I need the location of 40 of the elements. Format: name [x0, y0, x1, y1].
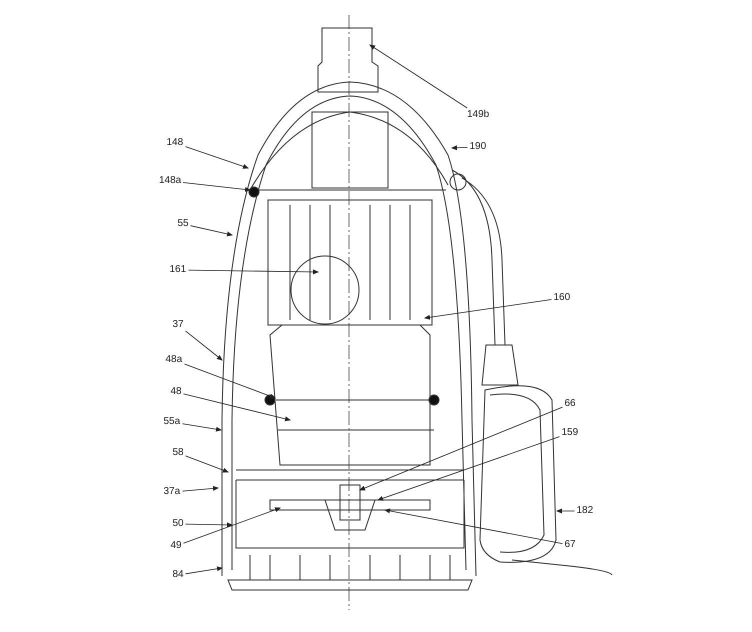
leader-line	[183, 393, 291, 422]
callout-number: 55a	[164, 416, 180, 428]
leader-line	[182, 423, 222, 432]
leader-line	[185, 522, 233, 528]
leader-line	[451, 145, 468, 150]
leader-line	[424, 299, 552, 320]
callout-number: 50	[172, 518, 184, 530]
callout-number: 55	[178, 218, 189, 230]
leader-line	[185, 566, 223, 574]
callout-number: 58	[172, 447, 184, 459]
callout-number: 67	[564, 539, 576, 551]
leader-line	[185, 146, 249, 169]
callout-number: 159	[562, 427, 578, 439]
callout-number: 161	[170, 264, 186, 276]
callout-number: 48a	[166, 354, 182, 366]
leader-line	[185, 455, 229, 473]
leader-line	[183, 507, 281, 544]
leader-line	[359, 406, 563, 490]
leader-line	[184, 364, 276, 399]
callout-number: 182	[576, 505, 594, 517]
leader-line	[190, 225, 233, 236]
callout-number: 49	[170, 540, 182, 552]
callout-number: 37a	[164, 486, 180, 498]
callout-number: 160	[554, 292, 570, 304]
leader-line	[556, 508, 575, 514]
leader-line	[182, 486, 219, 492]
callout-number: 37	[172, 319, 184, 331]
leader-line	[182, 182, 251, 192]
leader-line	[369, 44, 468, 108]
callout-number: 48	[170, 386, 182, 398]
leader-line	[377, 436, 560, 501]
leader-line	[188, 269, 319, 274]
callout-number: 66	[564, 398, 576, 410]
callout-number: 149b	[467, 109, 490, 121]
callout-number: 148a	[159, 175, 182, 187]
callout-number: 190	[470, 141, 486, 153]
leader-line	[384, 508, 563, 544]
callout-number: 84	[172, 569, 184, 581]
leader-line	[185, 330, 223, 361]
callout-number: 148	[166, 137, 184, 149]
